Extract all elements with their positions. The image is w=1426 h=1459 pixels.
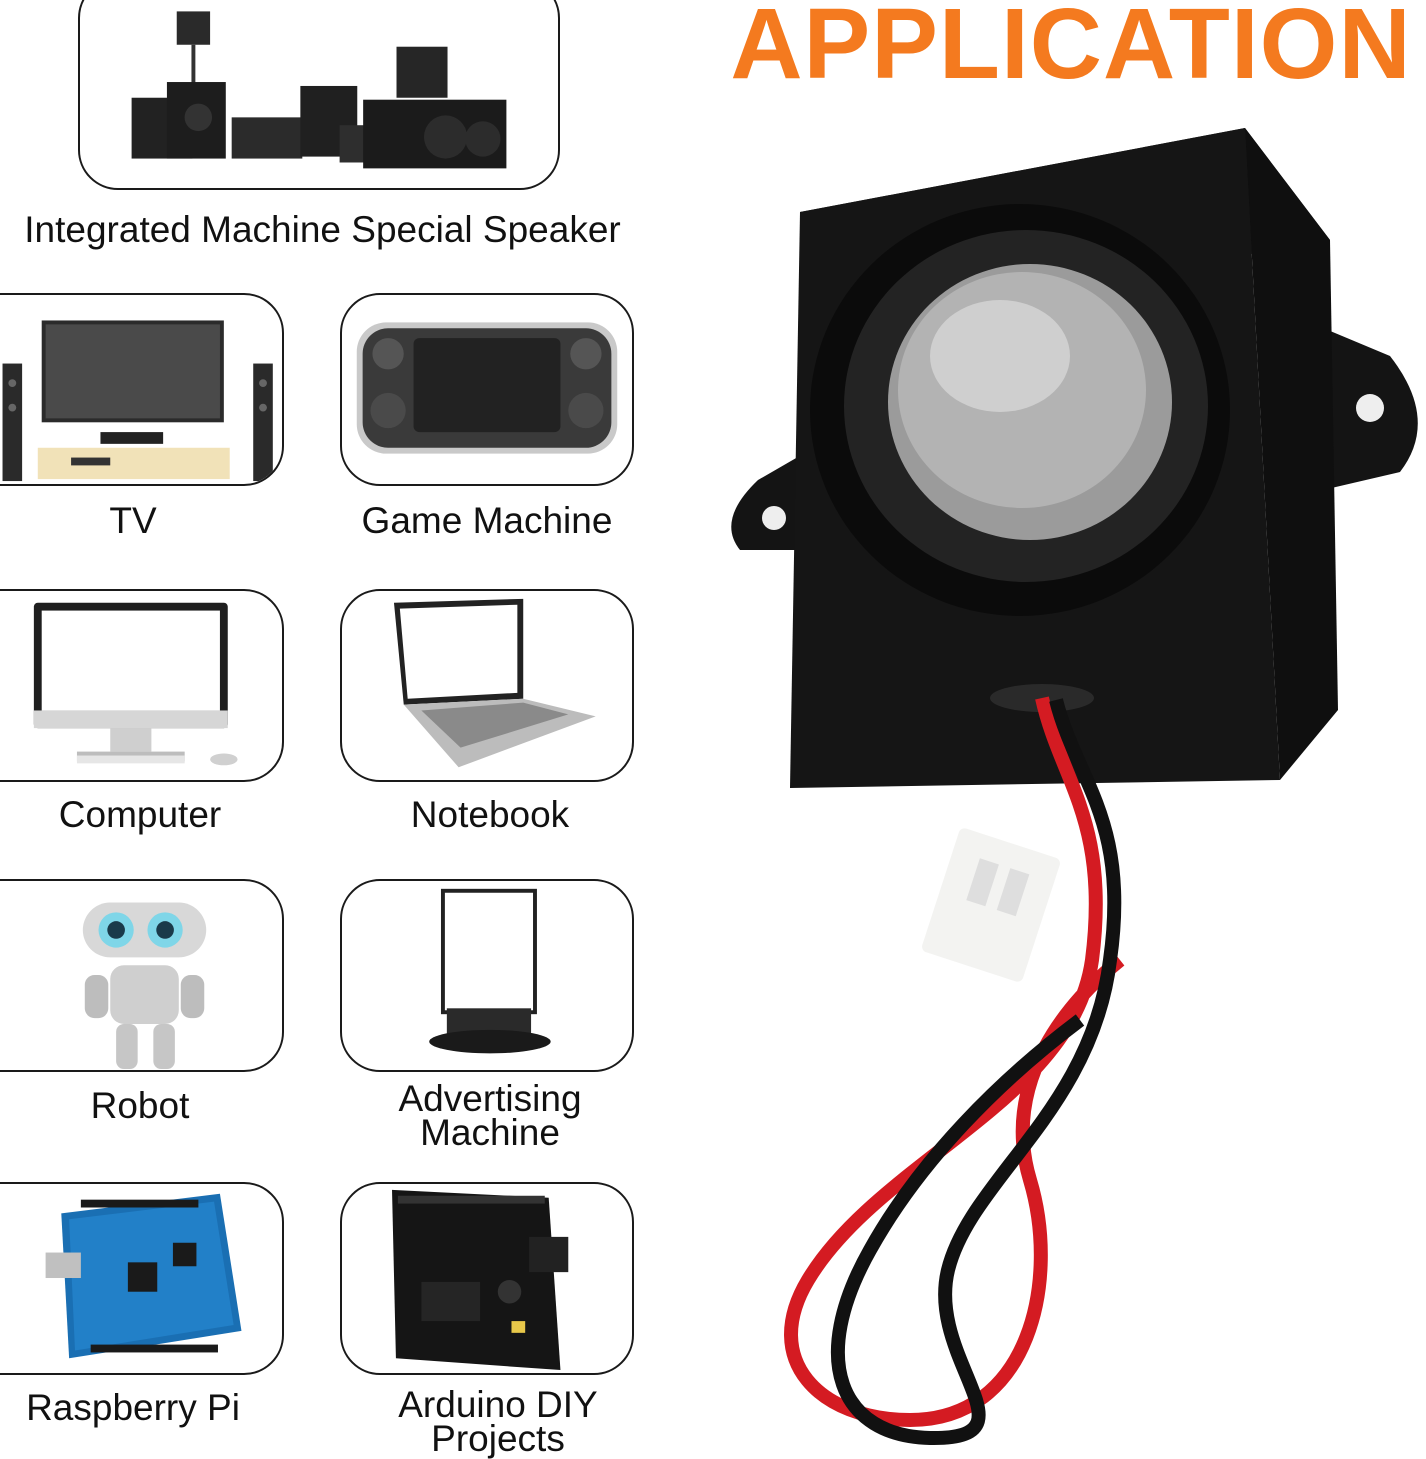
label-advertising-machine: Advertising Machine [340,1078,640,1153]
card-advertising-machine [340,879,634,1072]
label-game-machine: Game Machine [361,500,613,541]
circuit-board-icon [45,1193,242,1359]
mini-speaker-icon [731,128,1418,1446]
label-advertising-line2: Machine [420,1112,560,1153]
label-robot: Robot [90,1085,190,1126]
label-computer: Computer [58,794,222,835]
card-arduino-diy [340,1182,634,1375]
label-integrated-speaker: Integrated Machine Special Speaker [24,209,621,250]
label-raspberry-pi: Raspberry Pi [26,1387,240,1428]
computer-icon [33,602,238,766]
label-tv: TV [109,500,157,541]
card-computer [0,589,284,782]
card-game-machine [340,293,634,486]
page-title: APPLICATION [730,0,1412,100]
label-arduino-diy: Arduino DIY Projects [340,1384,656,1459]
robot-icon [82,902,207,1070]
arduino-board-icon [392,1189,569,1371]
tv-icon [2,320,273,482]
label-advertising-line1: Advertising [398,1078,582,1119]
product-image [700,120,1426,1454]
card-robot [0,879,284,1072]
label-arduino-line2: Projects [431,1418,565,1459]
card-raspberry-pi [0,1182,284,1375]
advertising-display-icon [429,888,551,1054]
card-tv [0,293,284,486]
card-integrated-speaker [78,0,560,190]
label-arduino-line1: Arduino DIY [398,1384,598,1425]
card-notebook [340,589,634,782]
speaker-system-icon [131,11,507,169]
laptop-icon [393,598,596,768]
label-notebook: Notebook [410,794,570,835]
game-console-icon [356,322,618,454]
